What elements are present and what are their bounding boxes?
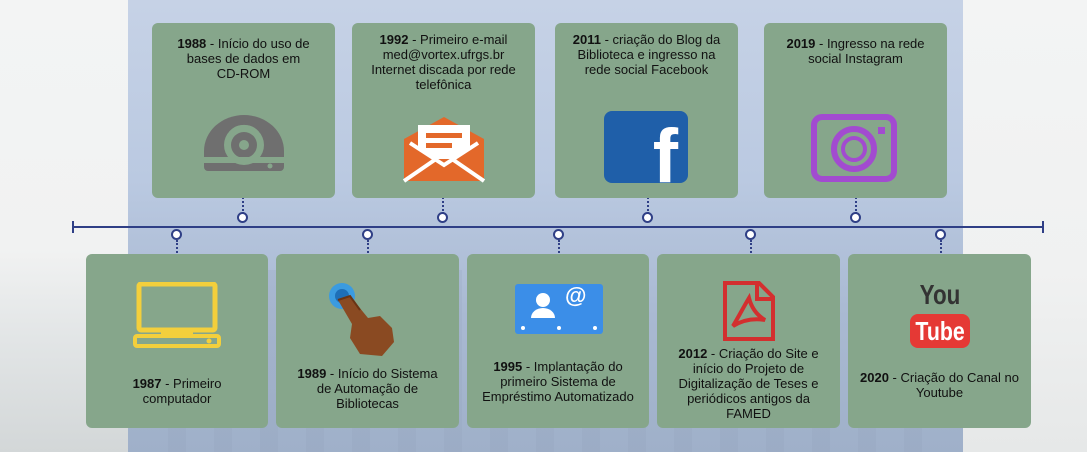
axis-start-tick xyxy=(72,221,74,233)
card-2011: 2011 - criação do Blog da Biblioteca e i… xyxy=(555,23,738,198)
node-1992 xyxy=(437,212,448,223)
connector-2020 xyxy=(940,240,944,264)
card-1995: @ 1995 - Implantação do primeiro Sistema… xyxy=(467,254,649,428)
computer-icon xyxy=(133,282,221,348)
connector-1995 xyxy=(558,240,562,264)
node-1987 xyxy=(171,229,182,240)
connector-1987 xyxy=(176,240,180,264)
pointing-hand-icon xyxy=(329,283,394,356)
timeline-axis xyxy=(72,226,1044,228)
card-2012-text: 2012 - Criação do Site e início do Proje… xyxy=(678,346,819,421)
card-1989: 1989 - Início do Sistema de Automação de… xyxy=(276,254,459,428)
card-1995-text: 1995 - Implantação do primeiro Sistema d… xyxy=(482,359,634,404)
contact-person-icon xyxy=(521,293,597,330)
youtube-icon: You Tube xyxy=(904,280,976,354)
card-1992: 1992 - Primeiro e-mail med@vortex.ufrgs.… xyxy=(352,23,535,198)
card-2019: 2019 - Ingresso na rede social Instagram xyxy=(764,23,947,198)
connector-1988 xyxy=(242,186,246,214)
connector-1989 xyxy=(367,240,371,264)
connector-2019 xyxy=(855,186,859,214)
card-1989-text: 1989 - Início do Sistema de Automação de… xyxy=(297,366,438,411)
node-2012 xyxy=(745,229,756,240)
cd-drive-icon xyxy=(204,115,284,171)
connector-1992 xyxy=(442,186,446,214)
node-2019 xyxy=(850,212,861,223)
card-2012: 2012 - Criação do Site e início do Proje… xyxy=(657,254,840,428)
card-1988-text: 1988 - Início do uso de bases de dados e… xyxy=(177,36,310,81)
pdf-file-icon xyxy=(723,281,775,341)
email-envelope-icon xyxy=(402,117,486,183)
node-2011 xyxy=(642,212,653,223)
contact-card-icon: @ xyxy=(515,284,603,334)
node-1995 xyxy=(553,229,564,240)
connector-2011 xyxy=(647,186,651,214)
card-1987-text: 1987 - Primeiro computador xyxy=(132,376,222,406)
youtube-you-text: You xyxy=(919,279,961,310)
card-2020: You Tube 2020 - Criação do Canal no Yout… xyxy=(848,254,1031,428)
instagram-icon xyxy=(811,114,897,182)
connector-2012 xyxy=(750,240,754,264)
card-2020-text: 2020 - Criação do Canal no Youtube xyxy=(860,370,1019,400)
card-2011-text: 2011 - criação do Blog da Biblioteca e i… xyxy=(572,32,721,77)
node-1988 xyxy=(237,212,248,223)
card-1987: 1987 - Primeiro computador xyxy=(86,254,268,428)
axis-end-tick xyxy=(1042,221,1044,233)
card-1988: 1988 - Início do uso de bases de dados e… xyxy=(152,23,335,198)
node-1989 xyxy=(362,229,373,240)
card-2019-text: 2019 - Ingresso na rede social Instagram xyxy=(786,36,925,66)
youtube-tube-box: Tube xyxy=(910,314,970,348)
facebook-icon: f xyxy=(604,111,688,183)
card-1992-text: 1992 - Primeiro e-mail med@vortex.ufrgs.… xyxy=(371,32,516,92)
node-2020 xyxy=(935,229,946,240)
